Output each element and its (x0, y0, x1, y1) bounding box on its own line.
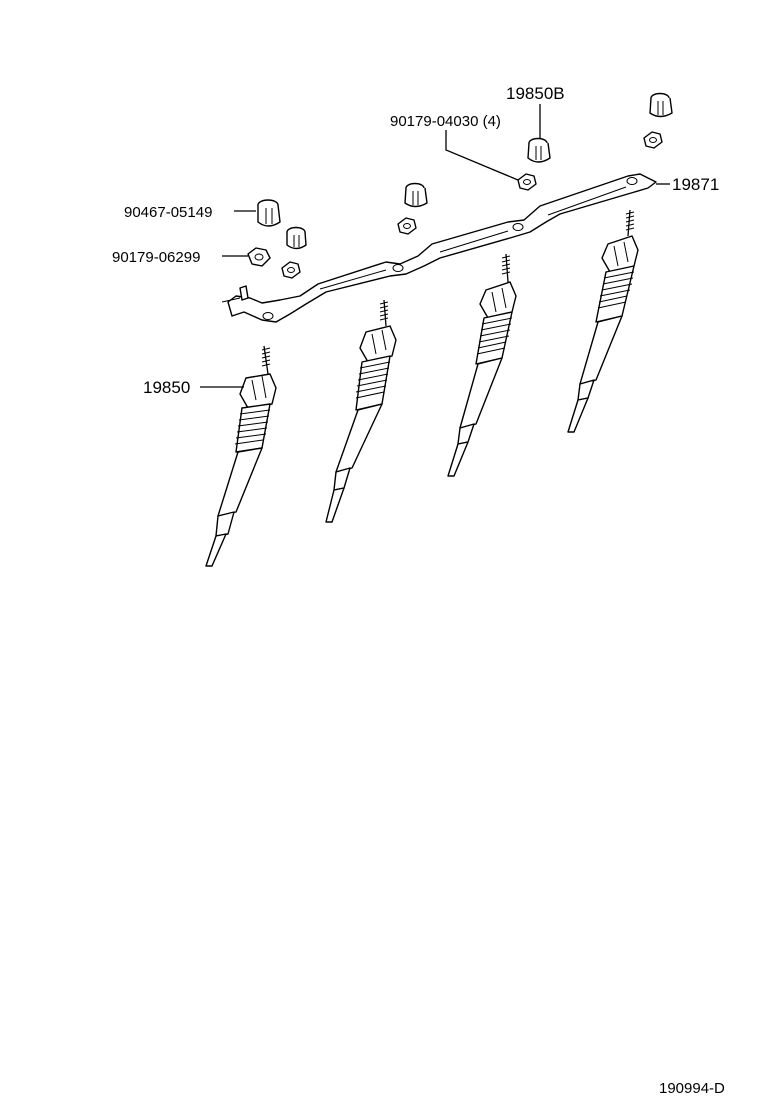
label-19850B: 19850B (506, 84, 565, 103)
label-19871: 19871 (672, 175, 719, 194)
label-90179-06299: 90179-06299 (112, 249, 200, 266)
hex-nut-90179-06299 (247, 247, 271, 267)
label-90179-04030: 90179-04030 (4) (390, 113, 501, 130)
terminal-nut-19850B (527, 137, 551, 163)
glow-plug-4 (567, 209, 639, 433)
hex-nut-90179-04030 (517, 173, 537, 191)
terminal-nut-left-large (257, 199, 281, 227)
glow-plug-2 (325, 299, 397, 523)
terminal-nut-mid (404, 182, 428, 208)
hex-nut-small-3 (643, 131, 663, 149)
leader-lines (200, 104, 670, 388)
label-19850: 19850 (143, 378, 190, 397)
diagram-code: 190994-D (659, 1080, 725, 1097)
hex-nut-small-2 (397, 217, 417, 235)
terminal-nut-left-small (286, 226, 307, 250)
glow-plug-3 (447, 253, 517, 477)
glow-plug-1 (205, 345, 277, 567)
connector-bar-19871 (221, 173, 657, 323)
terminal-nut-right (649, 92, 673, 118)
label-90467-05149: 90467-05149 (124, 204, 212, 221)
hex-nut-small-1 (281, 261, 301, 279)
